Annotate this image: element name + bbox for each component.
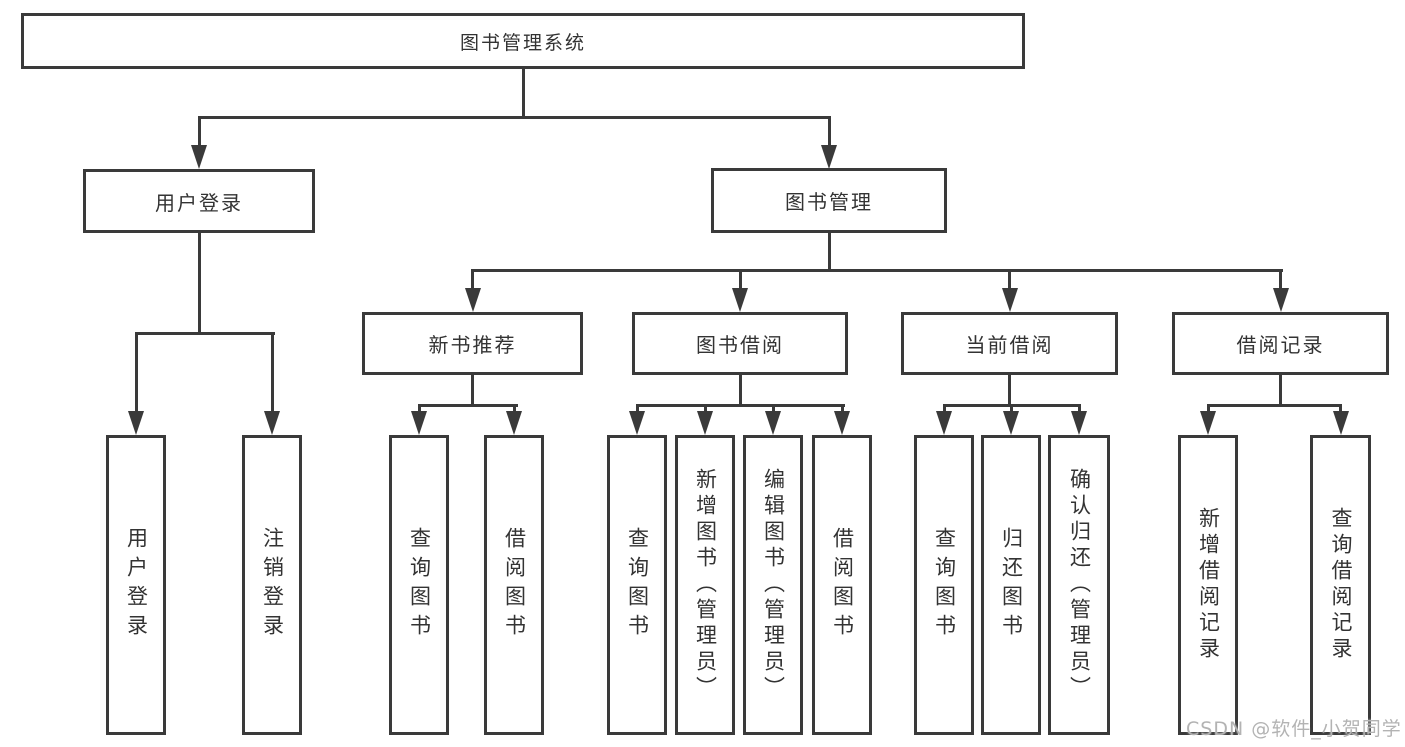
- arrow-down-icon: [629, 411, 645, 435]
- leaf-add-book-admin: 新增图书（管理员）: [675, 435, 735, 735]
- connector-line: [471, 375, 474, 407]
- connector-line: [134, 332, 275, 335]
- leaf-logout: 注销登录: [242, 435, 302, 735]
- connector-line: [521, 69, 525, 119]
- arrow-down-icon: [411, 411, 427, 435]
- node-borrow-records: 借阅记录: [1172, 312, 1389, 375]
- connector-line: [1206, 404, 1342, 407]
- arrow-down-icon: [936, 411, 952, 435]
- connector-line: [1279, 269, 1282, 290]
- leaf-label: 借阅图书: [830, 527, 855, 643]
- node-new-book-recommend-label: 新书推荐: [428, 333, 517, 357]
- connector-line: [1008, 375, 1011, 407]
- connector-line: [197, 116, 201, 147]
- arrow-down-icon: [1272, 288, 1289, 312]
- arrow-down-icon: [697, 411, 713, 435]
- node-current-borrow-label: 当前借阅: [965, 333, 1054, 357]
- node-book-management-label: 图书管理: [785, 190, 873, 214]
- leaf-label: 用户登录: [124, 527, 149, 643]
- arrow-down-icon: [1001, 288, 1018, 312]
- connector-line: [635, 404, 845, 407]
- leaf-label: 查询图书: [407, 527, 432, 643]
- connector-line: [1339, 404, 1342, 414]
- connector-line: [827, 233, 831, 272]
- leaf-label: 查询图书: [625, 527, 650, 643]
- leaf-label: 确认归还（管理员）: [1067, 468, 1092, 702]
- arrow-down-icon: [821, 145, 837, 169]
- connector-line: [417, 404, 421, 414]
- connector-line: [1009, 404, 1013, 414]
- node-book-borrow: 图书借阅: [632, 312, 848, 375]
- arrow-down-icon: [1332, 411, 1349, 435]
- leaf-edit-book-admin: 编辑图书（管理员）: [743, 435, 803, 735]
- connector-line: [1279, 375, 1282, 407]
- leaf-label: 查询图书: [932, 527, 957, 643]
- arrow-down-icon: [732, 288, 748, 312]
- leaf-label: 新增图书（管理员）: [693, 468, 718, 702]
- leaf-label: 注销登录: [260, 527, 285, 643]
- connector-line: [197, 116, 831, 119]
- connector-line: [1077, 404, 1081, 414]
- arrow-down-icon: [128, 411, 144, 435]
- connector-line: [738, 375, 742, 407]
- node-book-borrow-label: 图书借阅: [696, 333, 784, 357]
- node-user-login: 用户登录: [83, 169, 315, 233]
- connector-line: [771, 404, 775, 414]
- csdn-watermark: CSDN @软件_小贺同学: [1186, 718, 1402, 740]
- leaf-label: 借阅图书: [502, 527, 527, 643]
- leaf-label: 编辑图书（管理员）: [761, 468, 786, 702]
- connector-line: [942, 404, 946, 414]
- arrow-down-icon: [506, 411, 522, 435]
- leaf-return-books: 归还图书: [981, 435, 1041, 735]
- connector-line: [270, 332, 274, 413]
- arrow-down-icon: [1200, 411, 1216, 435]
- leaf-label: 归还图书: [999, 527, 1024, 643]
- leaf-confirm-return-admin: 确认归还（管理员）: [1048, 435, 1110, 735]
- node-new-book-recommend: 新书推荐: [362, 312, 583, 375]
- connector-line: [827, 116, 831, 147]
- connector-line: [470, 269, 1283, 272]
- leaf-borrow-books: 借阅图书: [812, 435, 872, 735]
- connector-line: [840, 404, 844, 414]
- connector-line: [1206, 404, 1210, 414]
- leaf-add-borrow-record: 新增借阅记录: [1178, 435, 1238, 735]
- node-book-management: 图书管理: [711, 168, 947, 233]
- node-root-label: 图书管理系统: [459, 31, 586, 54]
- node-borrow-records-label: 借阅记录: [1236, 333, 1325, 357]
- connector-line: [512, 404, 516, 414]
- leaf-query-borrow-record: 查询借阅记录: [1310, 435, 1371, 735]
- arrow-down-icon: [1003, 411, 1019, 435]
- connector-line: [738, 269, 742, 290]
- arrow-down-icon: [1071, 411, 1087, 435]
- connector-line: [471, 269, 474, 290]
- connector-line: [1008, 269, 1011, 290]
- leaf-user-login: 用户登录: [106, 435, 166, 735]
- leaf-label: 新增借阅记录: [1196, 507, 1221, 663]
- leaf-label: 查询借阅记录: [1329, 507, 1353, 663]
- arrow-down-icon: [464, 288, 481, 312]
- connector-line: [197, 233, 201, 335]
- connector-line: [635, 404, 639, 414]
- leaf-query-books-current: 查询图书: [914, 435, 974, 735]
- connector-line: [417, 404, 518, 407]
- arrow-down-icon: [834, 411, 850, 435]
- node-user-login-label: 用户登录: [155, 190, 243, 215]
- arrow-down-icon: [765, 411, 781, 435]
- connector-line: [134, 332, 138, 413]
- node-current-borrow: 当前借阅: [901, 312, 1118, 375]
- arrow-down-icon: [191, 145, 207, 169]
- node-root: 图书管理系统: [21, 13, 1025, 69]
- connector-line: [703, 404, 707, 414]
- leaf-query-books-recommend: 查询图书: [389, 435, 449, 735]
- leaf-query-books-borrow: 查询图书: [607, 435, 667, 735]
- leaf-borrow-books-recommend: 借阅图书: [484, 435, 544, 735]
- arrow-down-icon: [264, 411, 280, 435]
